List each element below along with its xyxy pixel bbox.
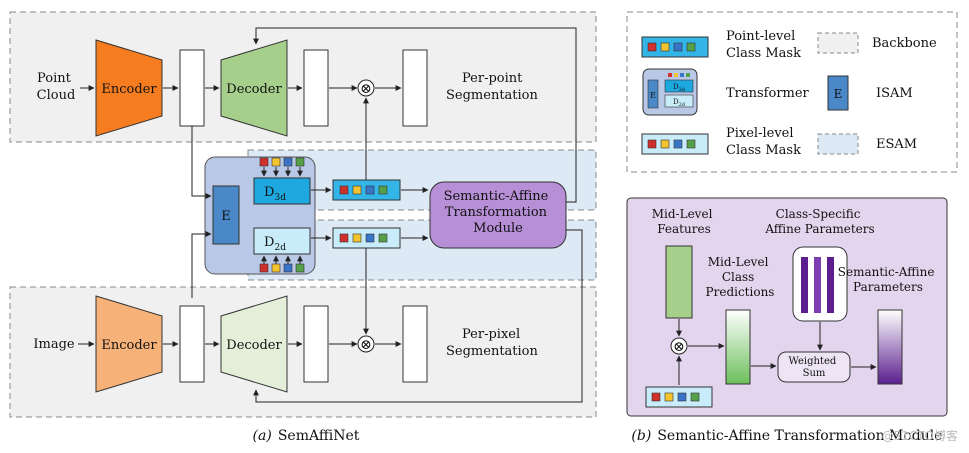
class-mask-bar-b — [645, 386, 713, 408]
point-class-mask-bar — [332, 179, 401, 201]
legend-point-mask-swatch — [641, 36, 709, 58]
multiply-point-symbol: ⊗ — [360, 81, 372, 97]
d3d-label: D3d — [264, 185, 286, 203]
legend-isam-label: ISAM — [876, 86, 913, 101]
per-pixel-label: Per-pixel Segmentation — [446, 327, 538, 359]
weighted-sum-label: Weighted Sum — [789, 356, 840, 379]
legend-backbone-swatch — [817, 32, 859, 54]
legend-transformer-label: Transformer — [726, 86, 810, 101]
caption-b: (b)Semantic-Affine Transformation Module — [631, 428, 942, 444]
legend-isam-swatch — [827, 75, 849, 111]
legend-mini-d2: D2d — [673, 98, 686, 108]
decoder-point-block — [220, 39, 288, 137]
multiply-image — [357, 335, 375, 353]
d2d-input-chips — [259, 255, 305, 273]
image-skip-to-isam — [191, 231, 212, 298]
per-point-label: Per-point Segmentation — [446, 71, 538, 103]
affine-param-bar-1 — [801, 257, 808, 313]
mid-level-class-label: Mid-Level Class Predictions — [706, 255, 775, 299]
output-point-map — [402, 49, 428, 127]
caption-a: (a)SemAffiNet — [253, 428, 360, 444]
point-skip-to-isam — [191, 126, 212, 199]
bottom-loop-arrow — [253, 229, 583, 403]
feature-map-image-2 — [303, 305, 329, 383]
legend-point-mask-label: Point-level Class Mask — [726, 29, 801, 61]
isam-block — [212, 185, 240, 245]
legend-esam-swatch — [817, 133, 859, 155]
feature-map-point-2 — [303, 49, 329, 127]
class-specific-label: Class-Specific Affine Parameters — [764, 207, 874, 236]
affine-param-bar-2 — [814, 257, 821, 313]
encoder-image-label: Encoder — [101, 338, 157, 353]
decoder-image-block — [220, 295, 288, 393]
feature-map-image-1 — [179, 305, 205, 383]
top-loop-arrow — [253, 27, 577, 203]
affine-param-bar-3 — [827, 257, 834, 313]
decoder-image-label: Decoder — [226, 338, 282, 353]
multiply-image-symbol: ⊗ — [360, 337, 372, 353]
output-image-map — [402, 305, 428, 383]
multiply-b — [670, 337, 688, 355]
multiply-point — [357, 79, 375, 97]
d3d-input-chips — [259, 157, 305, 177]
encoder-point-block — [95, 39, 163, 137]
legend-pixel-mask-label: Pixel-level Class Mask — [726, 126, 801, 158]
legend-mini-d3: D3d — [673, 83, 686, 93]
class-predictions-bar — [725, 309, 751, 385]
mid-level-features-label: Mid-Level Features — [652, 207, 716, 236]
d2d-label: D2d — [264, 235, 286, 253]
legend-backbone-label: Backbone — [872, 36, 937, 51]
encoder-image-block — [95, 295, 163, 393]
legend-isam-letter: E — [834, 87, 843, 101]
watermark: @51CTO博客 — [882, 428, 958, 443]
legend-esam-label: ESAM — [876, 137, 917, 152]
weighted-sum-box — [777, 351, 851, 383]
image-label: Image — [33, 337, 75, 352]
sat-module — [429, 181, 567, 249]
semantic-affine-params-bar — [877, 309, 903, 385]
semantic-affine-params-label: Semantic-Affine Parameters — [838, 265, 939, 294]
legend-mini-e: E — [650, 91, 656, 100]
panel-b — [626, 197, 948, 417]
encoder-point-label: Encoder — [101, 82, 157, 97]
feature-map-point-1 — [179, 49, 205, 127]
isam-letter: E — [221, 209, 231, 224]
d3d-block — [253, 177, 311, 205]
multiply-b-symbol: ⊗ — [673, 339, 685, 355]
mid-level-features-bar — [665, 245, 693, 319]
legend-pixel-mask-swatch — [641, 133, 709, 155]
decoder-point-label: Decoder — [226, 82, 282, 97]
legend-transformer-swatch: E D3d D2d — [642, 68, 698, 116]
d2d-block — [253, 227, 311, 255]
pixel-class-mask-bar — [332, 227, 401, 249]
point-cloud-label: Point Cloud — [37, 71, 76, 103]
sat-module-label: Semantic-Affine Transformation Module — [444, 189, 553, 236]
